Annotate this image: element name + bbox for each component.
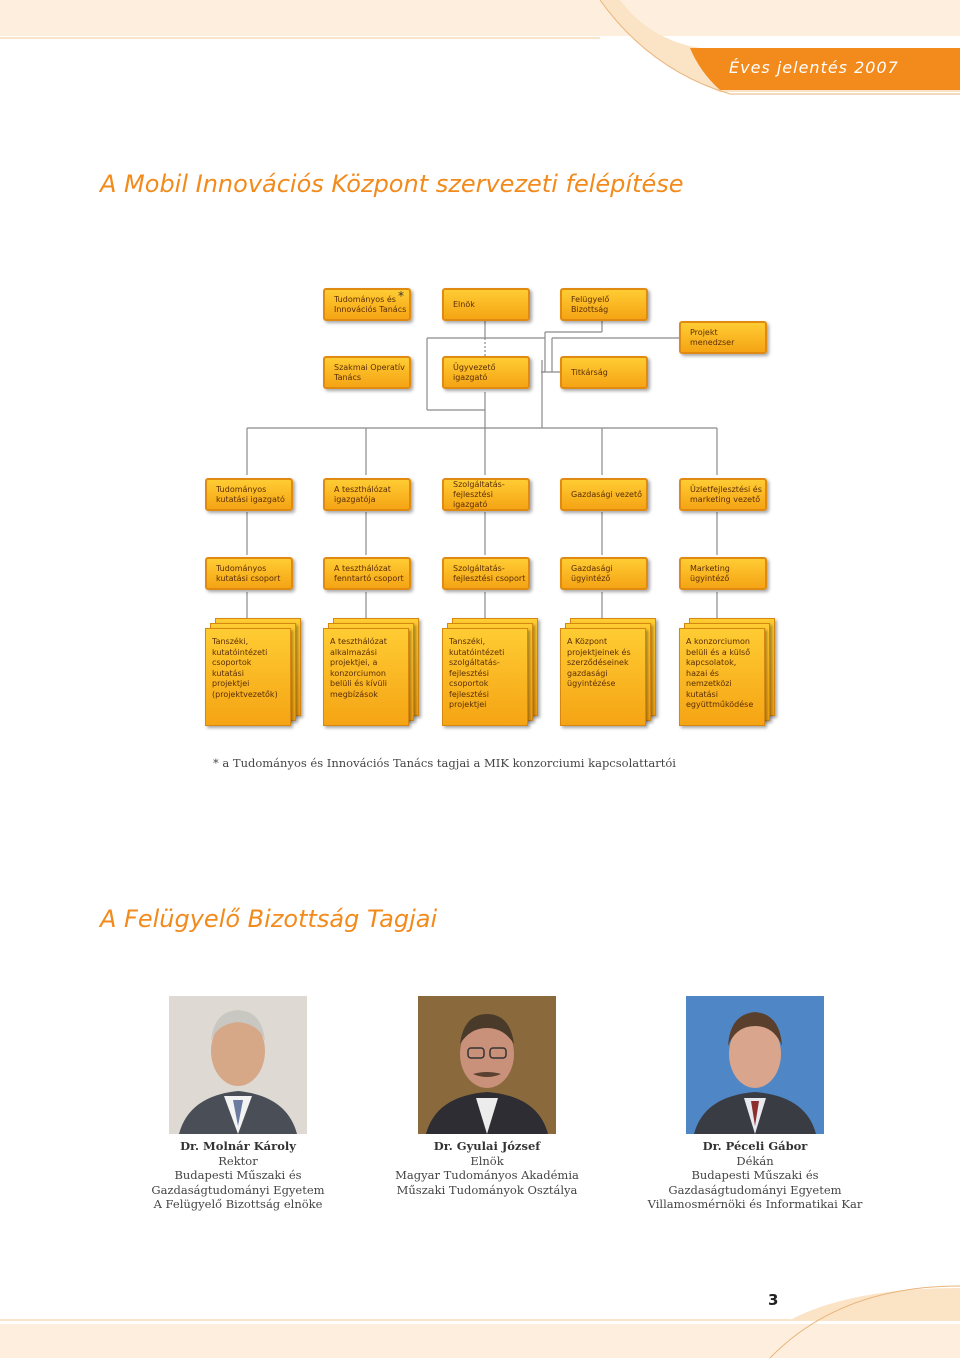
org-doc-service-projects: Tanszéki, kutatóintézeti szolgáltatás- f… [442,628,528,726]
board-member-card: Dr. Gyulai József Elnök Magyar Tudományo… [367,996,607,1197]
org-doc-testnet-projects: A teszthálózat alkalmazási projektjei, a… [323,628,409,726]
org-doc-finance-admin: A Központ projektjeinek és szerződéseine… [560,628,646,726]
org-box-supervisory-board: Felügyelő Bizottság [560,288,648,321]
org-box-operative-council: Szakmai Operatív Tanács [323,356,411,389]
org-box-project-manager: Projekt menedzser [679,321,767,354]
member-title: Rektor [118,1154,358,1169]
member-affiliation: Műszaki Tudományok Osztálya [367,1183,607,1198]
org-box-marketing-manager: Üzletfejlesztési és marketing vezető [679,478,767,511]
member-name: Dr. Molnár Károly [118,1139,358,1154]
org-box-marketing-clerk: Marketing ügyintéző [679,557,767,590]
org-box-research-group: Tudományos kutatási csoport [205,557,293,590]
org-box-testnet-director: A teszthálózat igazgatója [323,478,411,511]
org-box-managing-director: Ügyvezető igazgató [442,356,530,389]
member-affiliation: Villamosmérnöki és Informatikai Kar [629,1197,881,1212]
footnote-star: * [398,291,404,301]
member-name: Dr. Péceli Gábor [629,1139,881,1154]
org-footnote: * a Tudományos és Innovációs Tanács tagj… [213,756,676,770]
member-title: Elnök [367,1154,607,1169]
org-box-service-group: Szolgáltatás- fejlesztési csoport [442,557,530,590]
org-box-science-council: Tudományos és Innovációs Tanács * [323,288,411,321]
member-affiliation: Budapesti Műszaki és [118,1168,358,1183]
org-box-secretariat: Titkárság [560,356,648,389]
board-member-card: Dr. Péceli Gábor Dékán Budapesti Műszaki… [629,996,881,1212]
org-box-testnet-group: A teszthálózat fenntartó csoport [323,557,411,590]
member-title: Dékán [629,1154,881,1169]
member-affiliation: Budapesti Műszaki és [629,1168,881,1183]
member-role: A Felügyelő Bizottság elnöke [118,1197,358,1212]
member-affiliation: Gazdaságtudományi Egyetem [629,1183,881,1198]
board-section-title: A Felügyelő Bizottság Tagjai [100,905,437,933]
footer-decoration [0,1278,960,1358]
org-chart: Tudományos és Innovációs Tanács * Elnök … [197,280,787,735]
report-header-label: Éves jelentés 2007 [729,58,899,77]
member-affiliation: Gazdaságtudományi Egyetem [118,1183,358,1198]
page-number: 3 [768,1291,778,1309]
org-box-service-director: Szolgáltatás- fejlesztési igazgató [442,478,530,511]
org-box-research-director: Tudományos kutatási igazgató [205,478,293,511]
member-photo [686,996,824,1134]
member-affiliation: Magyar Tudományos Akadémia [367,1168,607,1183]
member-photo [418,996,556,1134]
org-box-finance-manager: Gazdasági vezető [560,478,648,511]
org-doc-cooperation: A konzorciumon belüli és a külső kapcsol… [679,628,765,726]
board-member-card: Dr. Molnár Károly Rektor Budapesti Műsza… [118,996,358,1212]
org-section-title: A Mobil Innovációs Központ szervezeti fe… [100,170,684,198]
org-doc-research-projects: Tanszéki, kutatóintézeti csoportok kutat… [205,628,291,726]
member-name: Dr. Gyulai József [367,1139,607,1154]
org-box-finance-clerk: Gazdasági ügyintéző [560,557,648,590]
member-photo [169,996,307,1134]
header-decoration [0,0,960,100]
org-box-president: Elnök [442,288,530,321]
